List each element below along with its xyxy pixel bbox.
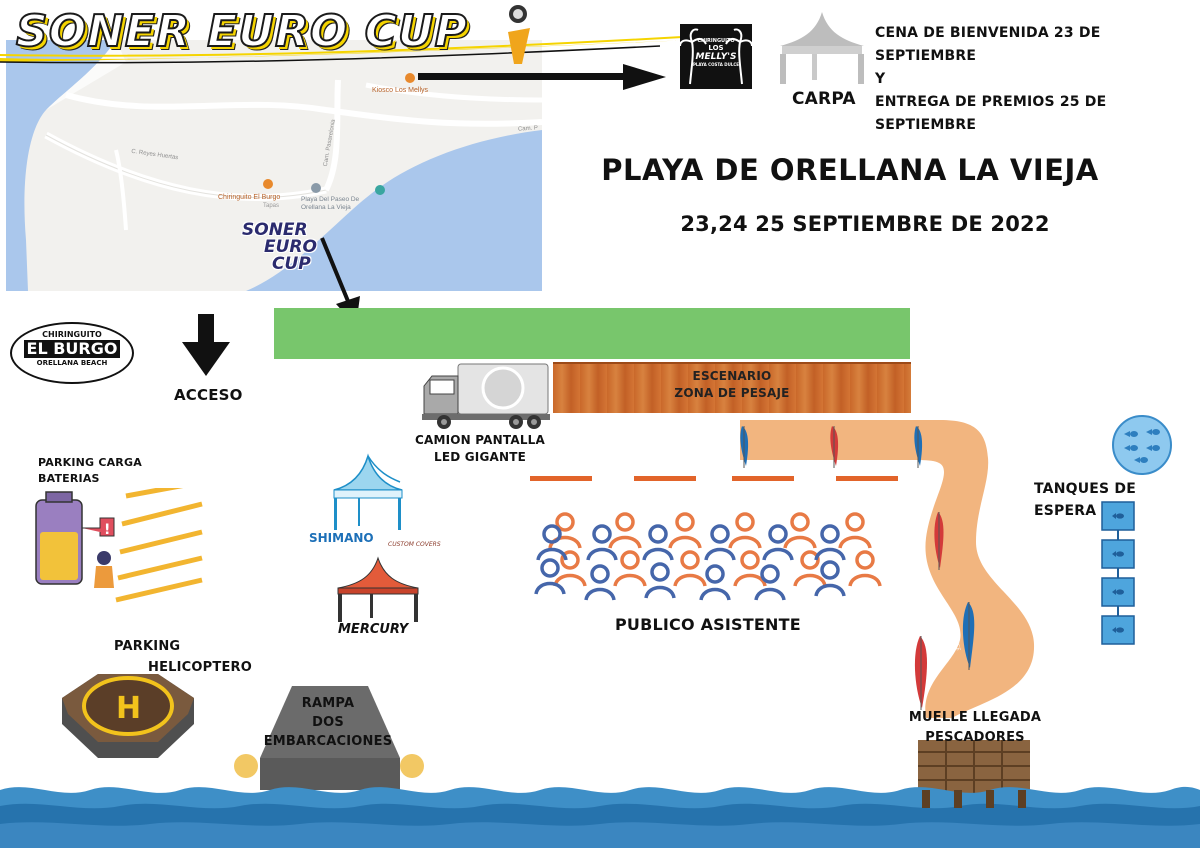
parking-heli-line-2: HELICOPTERO xyxy=(148,660,253,675)
event-line-2: Y xyxy=(875,71,886,87)
flag-icon-6 xyxy=(914,636,927,710)
map-place-playa: Playa Del Paseo De Orellana La Vieja xyxy=(301,196,360,211)
green-zone xyxy=(274,308,910,359)
kiosk-logo-line-3: MELLY'S xyxy=(695,52,737,62)
helipad-icon: H xyxy=(62,674,194,758)
kiosk-logo-line-2: LOS xyxy=(708,44,724,52)
event-info: CENA DE BIENVENIDA 23 DE SEPTIEMBRE Y EN… xyxy=(875,22,1200,137)
led-truck-icon xyxy=(422,363,550,429)
muelle-label: MUELLE LLEGADA PESCADORES xyxy=(900,708,1050,748)
rampa-line-3: EMBARCACIONES xyxy=(263,734,393,749)
logo-text: SONER EURO CUP xyxy=(15,5,468,58)
mercury-tent-icon xyxy=(337,556,419,622)
camion-line-2: LED GIGANTE xyxy=(433,450,527,464)
tanques-label: TANQUES DE ESPERA xyxy=(1034,478,1136,522)
soner-euro-cup-logo: SONER EURO CUP xyxy=(0,0,700,70)
camion-label: CAMION PANTALLA LED GIGANTE xyxy=(400,432,560,466)
fish-tanks-column-icon xyxy=(1101,501,1135,645)
map-logo-line-2: EURO xyxy=(264,237,317,257)
kiosk-logo-line-4: PLAYA COSTA DULCE xyxy=(692,62,740,67)
mercury-brand: MERCURY xyxy=(338,622,409,637)
palm-tree-icon xyxy=(680,28,752,85)
parking-heli-line-1: PARKING xyxy=(114,639,181,654)
escenario-line-2: ZONA DE PESAJE xyxy=(674,386,790,400)
tanques-line-2: ESPERA xyxy=(1034,503,1097,519)
tanques-line-1: TANQUES DE xyxy=(1034,481,1136,497)
rampa-line-2: DOS xyxy=(312,715,344,730)
el-burgo-logo: CHIRINGUITO EL BURGO ORELLANA BEACH xyxy=(10,322,134,384)
map-soner-logo: SONER EURO CUP xyxy=(242,222,332,273)
carpa-label: CARPA xyxy=(792,89,856,109)
logo-swoosh xyxy=(0,5,700,64)
custom-covers-brand: CUSTOM COVERS xyxy=(388,541,441,548)
publico-label: PUBLICO ASISTENTE xyxy=(615,615,801,634)
rampa-icon xyxy=(234,686,424,790)
event-line-3: ENTREGA DE PREMIOS 25 DE SEPTIEMBRE xyxy=(875,94,1107,133)
shimano-tent-icon xyxy=(333,453,403,530)
rampa-line-1: RAMPA xyxy=(301,696,355,711)
fish-tank-round-icon xyxy=(1112,415,1172,475)
el-burgo-main: EL BURGO xyxy=(24,340,120,358)
crowd-icon xyxy=(534,512,882,601)
escenario-stage xyxy=(553,362,911,413)
acceso-arrow xyxy=(182,314,230,376)
escenario-label: ESCENARIO ZONA DE PESAJE xyxy=(553,368,911,402)
date-line: 23,24 25 SEPTIEMBRE DE 2022 xyxy=(680,212,1050,236)
kiosk-logo-line-1: CHIRINGUITO xyxy=(697,38,735,44)
rampa-label: RAMPA DOS EMBARCACIONES xyxy=(248,694,408,751)
svg-text:H: H xyxy=(116,691,141,726)
muelle-line-1: MUELLE LLEGADA xyxy=(908,710,1042,725)
main-title: PLAYA DE ORELLANA LA VIEJA xyxy=(601,153,1099,187)
muelle-line-2: PESCADORES xyxy=(925,730,1025,745)
map-logo-line-1: SONER xyxy=(242,220,308,240)
map-place-el-burgo-sub: Tapas xyxy=(263,203,280,209)
arrow-to-kiosk xyxy=(418,64,666,90)
flag-icon-2 xyxy=(830,426,839,468)
flag-icon-3 xyxy=(914,426,923,468)
map-graphic xyxy=(6,40,542,291)
el-burgo-top: CHIRINGUITO xyxy=(42,330,102,339)
escenario-line-1: ESCENARIO xyxy=(692,369,772,383)
map-logo-line-3: CUP xyxy=(272,254,311,274)
parking-carga-label: PARKING CARGA BATERIAS xyxy=(38,455,142,487)
svg-text:!: ! xyxy=(104,522,110,538)
barrier-dashes xyxy=(530,476,898,481)
kiosk-logo: CHIRINGUITO LOS MELLY'S PLAYA COSTA DULC… xyxy=(680,24,752,89)
camion-line-1: CAMION PANTALLA xyxy=(414,433,546,447)
location-map: Kiosco Los Mellys Chiringuito El Burgo T… xyxy=(6,40,542,291)
parking-heli-label: PARKING HELICOPTERO xyxy=(114,636,252,678)
flag-icon-5 xyxy=(962,602,975,670)
map-place-el-burgo: Chiringuito El Burgo xyxy=(218,194,281,201)
parking-carga-line-1: PARKING CARGA xyxy=(38,456,142,469)
flag-icon-4 xyxy=(934,512,944,570)
map-place-kiosco: Kiosco Los Mellys xyxy=(372,87,429,94)
flag-icon-1 xyxy=(740,426,749,468)
parking-carga-line-2: BATERIAS xyxy=(38,472,100,485)
parking-carga-icon: ! xyxy=(35,488,203,603)
event-line-1: CENA DE BIENVENIDA 23 DE SEPTIEMBRE xyxy=(875,25,1101,64)
pathway xyxy=(740,420,1035,718)
el-burgo-bottom: ORELLANA BEACH xyxy=(36,359,108,367)
shimano-brand: SHIMANO xyxy=(309,531,374,545)
dock-posts xyxy=(922,790,1026,808)
acceso-label: ACCESO xyxy=(174,386,243,404)
carpa-tent-icon xyxy=(780,12,864,84)
lake-water xyxy=(0,786,1200,848)
